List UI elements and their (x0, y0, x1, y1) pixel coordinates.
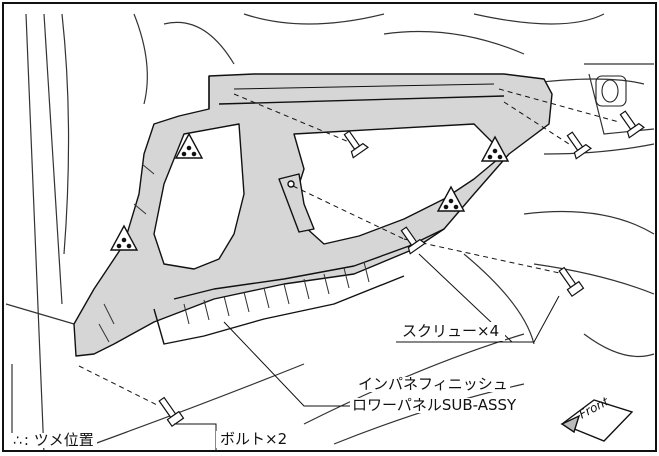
clip-position-triangle-icon (436, 185, 466, 212)
screw-icon (343, 130, 369, 159)
screw-icon (566, 131, 592, 160)
bolts-label: ボルト×2 (216, 431, 292, 448)
legend-text: : ツメ位置 (23, 431, 94, 449)
part-name-line-1: インパネフィニッシュ (356, 375, 510, 393)
screw-icon (619, 110, 645, 139)
clip-position-triangle-icon (109, 224, 139, 251)
screw-icon (400, 226, 426, 255)
bolt-icon (558, 266, 585, 298)
front-arrow-icon (560, 399, 634, 442)
legend: ∴: ツメ位置 (10, 433, 97, 448)
bolt-icon (158, 396, 185, 428)
panel-ribs (98, 163, 370, 343)
screws-label: スクリュー×4 (396, 322, 506, 341)
part-name-line-2: ロワーパネルSUB-ASSY (350, 396, 519, 414)
legend-symbol: ∴ (13, 433, 22, 449)
lower-panel-assembly (73, 73, 553, 357)
installation-diagram (5, 13, 655, 450)
dashboard-vent-detail (595, 75, 627, 107)
clip-position-triangle-icon (174, 132, 204, 159)
fastener-dashed-lines (78, 88, 620, 407)
clip-position-triangle-icon (480, 135, 510, 162)
